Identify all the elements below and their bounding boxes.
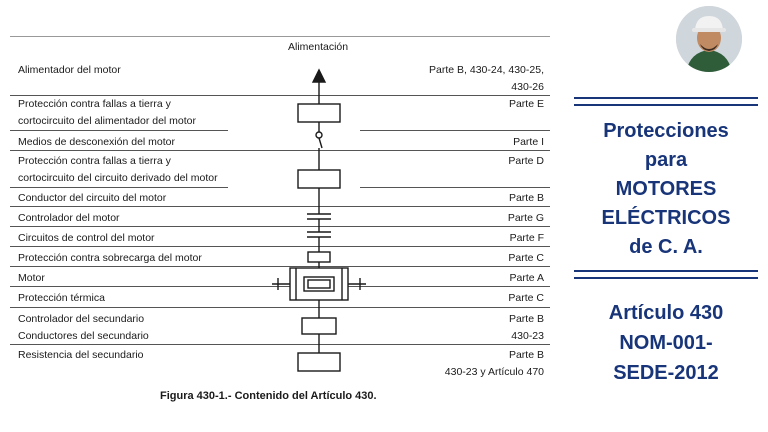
row-ref: Parte B [508, 313, 544, 325]
separator-middle [574, 270, 758, 279]
row-label-2: cortocircuito del alimentador del motor [18, 115, 196, 127]
row-ref-2: 430-23 y Artículo 470 [444, 366, 544, 378]
separator-top [574, 97, 758, 106]
row-divider [10, 206, 550, 207]
row-divider [10, 307, 550, 308]
row-label-2: Conductores del secundario [18, 330, 149, 342]
row-ref: Parte B, 430-24, 430-25, [429, 64, 544, 76]
row-divider [10, 246, 550, 247]
row-ref: Parte D [508, 155, 544, 167]
row-divider [10, 187, 228, 188]
row-ref-2: 430-23 [511, 330, 544, 342]
secondary-resistor-box [297, 352, 341, 372]
feeder-protection-box [297, 103, 341, 123]
row-label: Controlador del motor [18, 212, 120, 224]
row-ref-2: 430-26 [511, 81, 544, 93]
figure-caption: Figura 430-1.- Contenido del Artículo 43… [160, 390, 377, 402]
title-line: Artículo 430 [608, 302, 724, 324]
secondary-controller-box [301, 317, 337, 335]
row-ref: Parte E [508, 98, 544, 110]
title-line: para [644, 149, 688, 171]
row-label: Protección contra sobrecarga del motor [18, 252, 202, 264]
row-ref: Parte A [509, 272, 544, 284]
presenter-avatar [676, 6, 742, 72]
row-divider [10, 344, 550, 345]
title-line: Protecciones [603, 120, 729, 142]
row-divider [360, 130, 550, 131]
row-label: Medios de desconexión del motor [18, 136, 176, 148]
row-label: Controlador del secundario [18, 313, 145, 325]
person-hardhat-avatar-icon [676, 6, 742, 72]
row-ref: Parte I [513, 136, 544, 148]
row-divider [10, 95, 550, 96]
branch-protection-box [297, 169, 341, 189]
title-line: MOTORES [615, 178, 717, 200]
row-label: Protección contra fallas a tierra y [18, 155, 171, 167]
row-ref: Parte B [508, 349, 544, 361]
row-ref: Parte C [508, 292, 544, 304]
row-divider [10, 266, 550, 267]
row-label: Protección contra fallas a tierra y [18, 98, 171, 110]
disconnect-switch-icon [318, 137, 323, 149]
row-label: Circuitos de control del motor [18, 232, 155, 244]
row-label-2: cortocircuito del circuito derivado del … [18, 172, 218, 184]
title-line: NOM-001- [619, 332, 713, 354]
row-divider [10, 286, 550, 287]
row-ref: Parte B [508, 192, 544, 204]
row-divider [360, 187, 550, 188]
row-ref: Parte C [508, 252, 544, 264]
figure-430-1: Alimentación Alimentador del motor Parte… [10, 36, 550, 402]
title-panel: Protecciones para MOTORES ELÉCTRICOS de … [560, 0, 768, 432]
row-label: Alimentador del motor [18, 64, 121, 76]
row-ref: Parte F [509, 232, 544, 244]
row-label: Resistencia del secundario [18, 349, 144, 361]
top-rule [10, 36, 550, 37]
row-label: Conductor del circuito del motor [18, 192, 167, 204]
row-divider [10, 226, 550, 227]
title-line: SEDE-2012 [613, 362, 719, 384]
row-divider [10, 150, 550, 151]
row-label: Protección térmica [18, 292, 105, 304]
row-ref: Parte G [507, 212, 544, 224]
overload-relay-box [307, 251, 331, 263]
row-label: Motor [18, 272, 45, 284]
disconnect-contact-icon [315, 131, 323, 139]
supply-arrow-icon [311, 68, 327, 83]
row-divider [10, 130, 228, 131]
title-line: de C. A. [629, 236, 703, 258]
title-line: ELÉCTRICOS [601, 207, 731, 229]
motor-one-line-diagram [272, 68, 366, 372]
figure-header: Alimentación [288, 41, 349, 53]
